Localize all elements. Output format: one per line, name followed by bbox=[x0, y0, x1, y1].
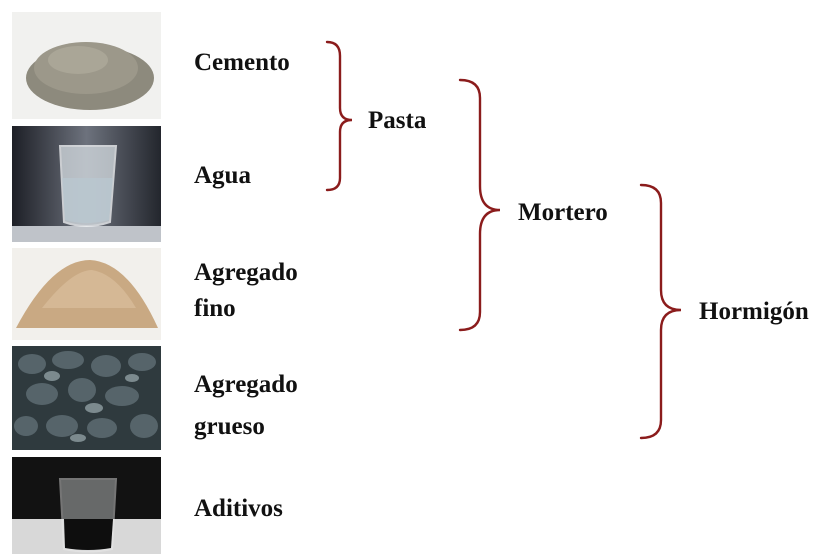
group-label-mortero: Mortero bbox=[518, 199, 608, 226]
brace-mortero bbox=[458, 78, 501, 332]
sand-photo bbox=[12, 248, 161, 340]
label-agregado-fino-line2: fino bbox=[194, 295, 236, 322]
gravel-pile-icon bbox=[12, 346, 161, 450]
brace-hormigon bbox=[639, 183, 682, 440]
label-agregado-fino-line1: Agregado bbox=[194, 259, 298, 286]
brace-pasta bbox=[325, 40, 353, 192]
label-agregado-grueso-line1: Agregado bbox=[194, 371, 298, 398]
water-photo bbox=[12, 126, 161, 242]
group-label-pasta: Pasta bbox=[368, 107, 427, 134]
label-cemento: Cemento bbox=[194, 49, 290, 76]
cement-powder-pile-icon bbox=[12, 12, 161, 119]
label-aditivos: Aditivos bbox=[194, 495, 283, 522]
label-agregado-grueso-line2: grueso bbox=[194, 413, 265, 440]
sand-pile-icon bbox=[12, 248, 161, 340]
cement-photo bbox=[12, 12, 161, 119]
label-agua: Agua bbox=[194, 162, 251, 189]
beaker-dark-liquid-icon bbox=[12, 457, 161, 554]
gravel-photo bbox=[12, 346, 161, 450]
glass-of-water-icon bbox=[12, 126, 161, 242]
additive-photo bbox=[12, 457, 161, 554]
group-label-hormigon: Hormigón bbox=[699, 298, 809, 325]
